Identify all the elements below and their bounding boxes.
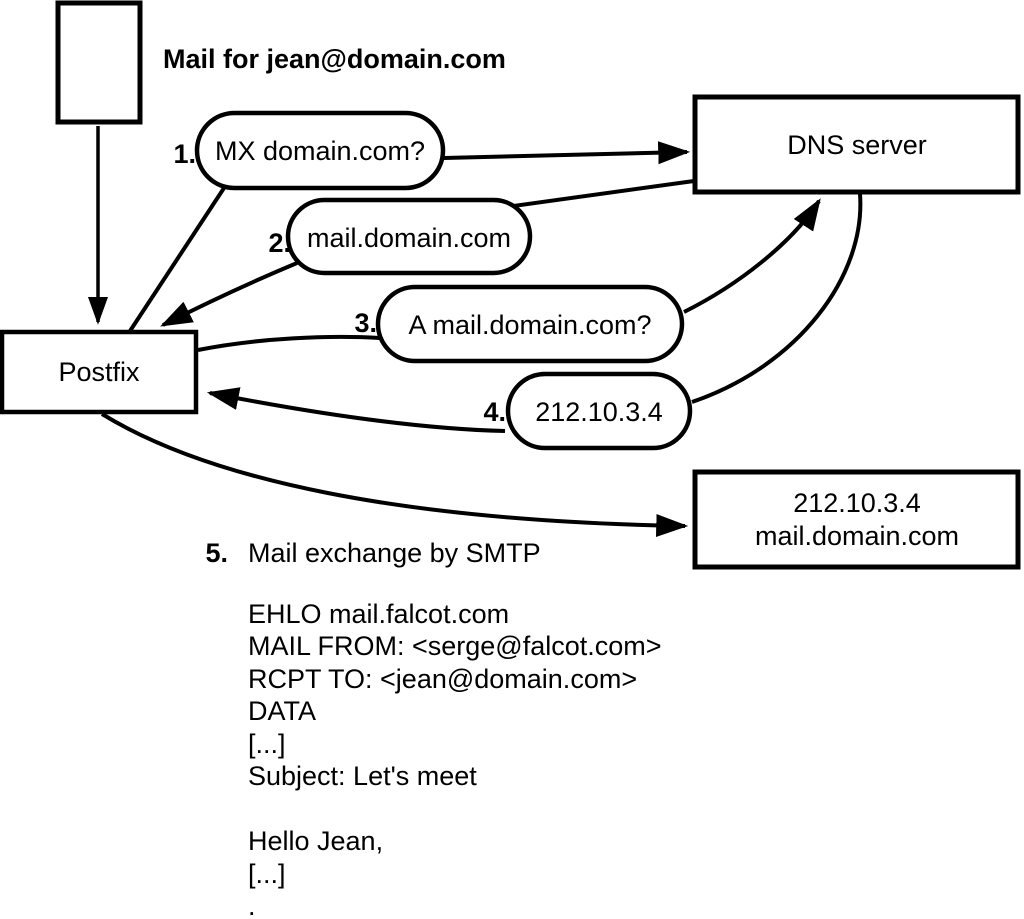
connector-postfix-to-step1 <box>128 186 226 333</box>
connector-dns-to-step2 <box>505 179 695 209</box>
smtp-line: Subject: Let's meet <box>248 761 477 791</box>
arrow-postfix-to-mailserver <box>100 412 689 538</box>
arrow-step2-to-postfix <box>160 261 298 327</box>
mail-server-ip-label: 212.10.3.4 <box>793 488 921 518</box>
smtp-line: Hello Jean, <box>248 826 383 856</box>
connector-postfix-to-step3 <box>197 334 381 352</box>
arrow-step4-to-postfix <box>206 387 506 433</box>
step2-label: mail.domain.com <box>307 223 511 253</box>
step1-number: 1. <box>173 139 196 169</box>
step4-label: 212.10.3.4 <box>535 397 663 427</box>
mail-server-host-label: mail.domain.com <box>755 521 959 551</box>
step3-label: A mail.domain.com? <box>408 310 651 340</box>
mail-server-node <box>692 469 1021 570</box>
smtp-line: [...] <box>248 859 286 889</box>
step1-pill <box>194 110 446 191</box>
step4-pill <box>505 371 693 451</box>
arrow-step1-to-dns <box>443 141 691 165</box>
postfix-label: Postfix <box>58 357 140 387</box>
smtp-line: DATA <box>248 696 316 726</box>
smtp-line: MAIL FROM: <serge@falcot.com> <box>248 631 662 661</box>
step4-number: 4. <box>483 397 506 427</box>
step3-pill <box>375 284 685 364</box>
step3-number: 3. <box>354 308 377 338</box>
step2-pill <box>285 197 533 276</box>
step5-label: Mail exchange by SMTP <box>248 538 541 568</box>
postfix-node <box>0 329 199 415</box>
smtp-dialog: EHLO mail.falcot.com MAIL FROM: <serge@f… <box>248 599 662 919</box>
smtp-line: . <box>248 891 256 919</box>
step5-number: 5. <box>205 538 228 568</box>
dns-server-label: DNS server <box>787 130 927 160</box>
envelope-icon <box>55 0 143 125</box>
smtp-line: [...] <box>248 729 286 759</box>
step2-number: 2. <box>268 228 291 258</box>
smtp-line: RCPT TO: <jean@domain.com> <box>248 664 637 694</box>
arrow-step3-to-dns <box>683 198 821 314</box>
connector-dns-to-step4 <box>691 193 863 404</box>
smtp-line: EHLO mail.falcot.com <box>248 599 509 629</box>
mail-note-label: Mail for jean@domain.com <box>163 44 506 74</box>
dns-server-node <box>692 94 1021 195</box>
step1-label: MX domain.com? <box>215 136 425 166</box>
